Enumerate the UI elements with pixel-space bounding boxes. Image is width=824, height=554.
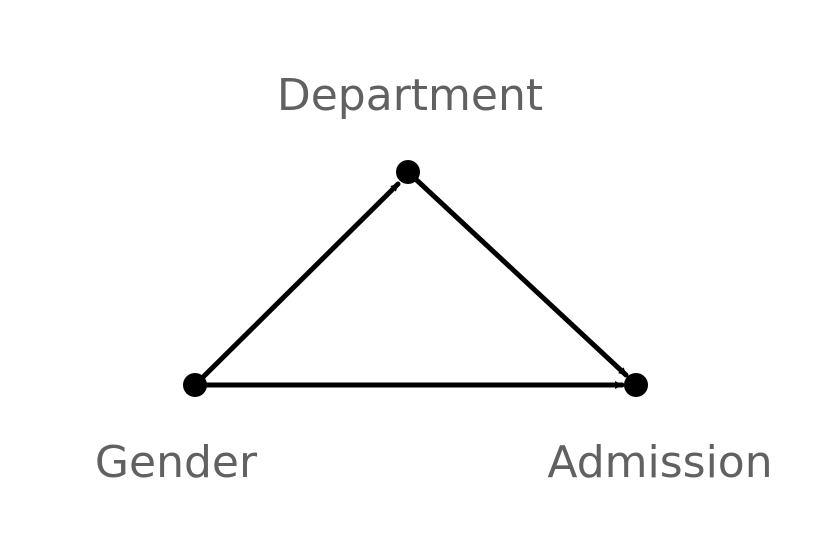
edge-department-to-admission — [405, 169, 629, 378]
label-gender: Gender — [95, 437, 258, 488]
label-department: Department — [277, 70, 543, 121]
node-department — [396, 160, 420, 184]
node-admission — [624, 373, 648, 397]
edge-gender-to-department — [192, 181, 401, 388]
label-admission: Admission — [547, 437, 772, 488]
node-gender — [183, 373, 207, 397]
